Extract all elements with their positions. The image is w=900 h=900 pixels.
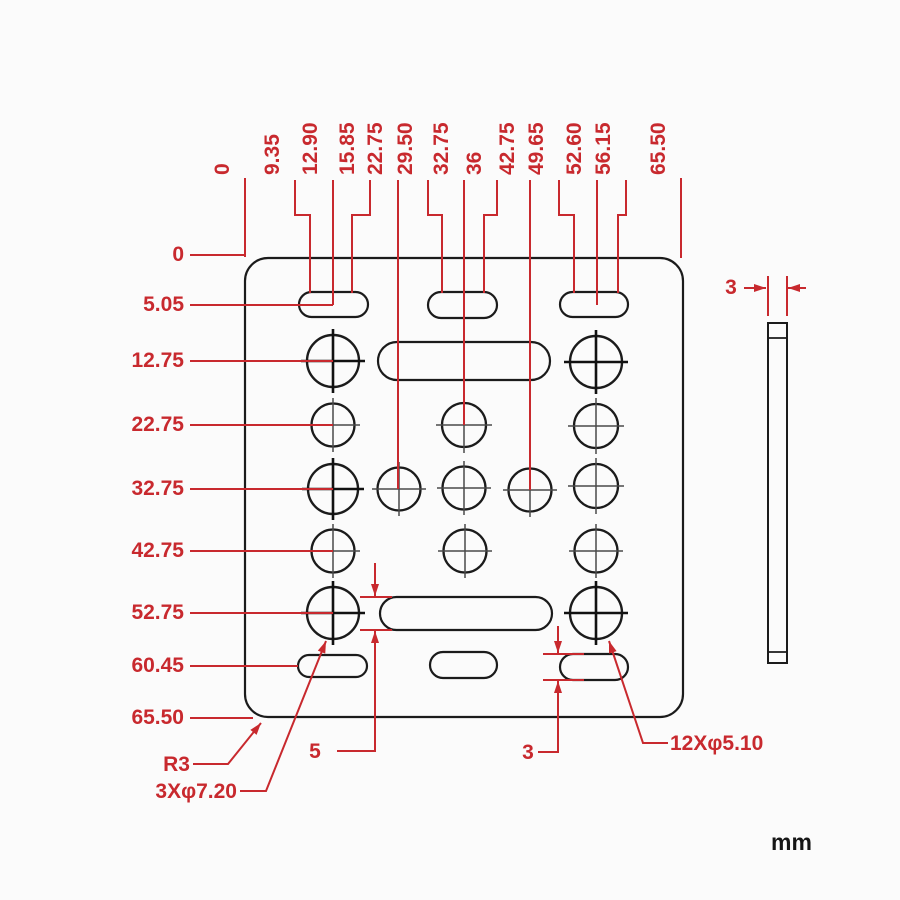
center-slot-width-label: 5: [309, 740, 321, 763]
top-dim-label-4: 22.75: [364, 122, 387, 175]
leader-corner-radius: [193, 722, 262, 765]
slot-bottom-left: [296, 653, 369, 679]
top-dim-label-3: 15.85: [336, 122, 359, 175]
top-dim-label-2: 12.90: [299, 122, 322, 175]
slot-top-center: [426, 290, 499, 320]
top-dim-label-10: 52.60: [563, 122, 586, 175]
slot-top-right: [558, 290, 630, 319]
top-dim-label-8: 42.75: [496, 122, 519, 175]
hole-small: [568, 398, 624, 454]
hole-small: [569, 524, 623, 578]
corner-radius-label: R3: [163, 753, 190, 776]
thickness-label: 3: [725, 276, 737, 299]
hole-small: [568, 458, 624, 514]
units-label: mm: [771, 829, 812, 855]
top-dim-label-7: 36: [463, 151, 486, 175]
hole-large: [564, 330, 628, 394]
top-dim-label-12: 65.50: [647, 122, 670, 175]
slot-bottom-right: [558, 652, 630, 682]
left-dimension-lines: [190, 254, 333, 719]
top-dim-label-9: 49.65: [525, 122, 548, 175]
left-dim-label-4: 32.75: [131, 477, 184, 500]
slot-long-lower: [378, 595, 554, 632]
side-view-outline: [767, 322, 788, 664]
bottom-slot-width-label: 3: [522, 741, 534, 764]
top-dim-label-6: 32.75: [430, 122, 453, 175]
top-dim-label-0: 0: [211, 163, 234, 175]
hole-small: [437, 461, 491, 515]
top-dim-label-11: 56.15: [592, 122, 615, 175]
plate-side-view: [767, 322, 788, 664]
left-dim-label-2: 12.75: [131, 349, 184, 372]
leader-small-holes: [608, 640, 668, 744]
left-dim-label-8: 65.50: [131, 706, 184, 729]
top-dim-label-1: 9.35: [261, 134, 284, 175]
left-dim-label-5: 42.75: [131, 539, 184, 562]
callout-leaders: [193, 276, 806, 792]
top-dimension-lines: [244, 178, 682, 490]
hole-small: [438, 524, 492, 578]
left-dim-label-1: 5.05: [143, 293, 184, 316]
slot-bottom-center: [428, 650, 499, 680]
hole-large: [564, 581, 628, 645]
left-dim-label-0: 0: [172, 243, 184, 266]
large-holes-label: 3Xφ7.20: [155, 780, 237, 803]
left-dim-label-6: 52.75: [131, 601, 184, 624]
left-dim-label-7: 60.45: [131, 654, 184, 677]
top-dim-label-5: 29.50: [394, 122, 417, 175]
small-holes-label: 12Xφ5.10: [670, 732, 764, 755]
leader-large-holes: [240, 640, 327, 792]
left-dim-label-3: 22.75: [131, 413, 184, 436]
